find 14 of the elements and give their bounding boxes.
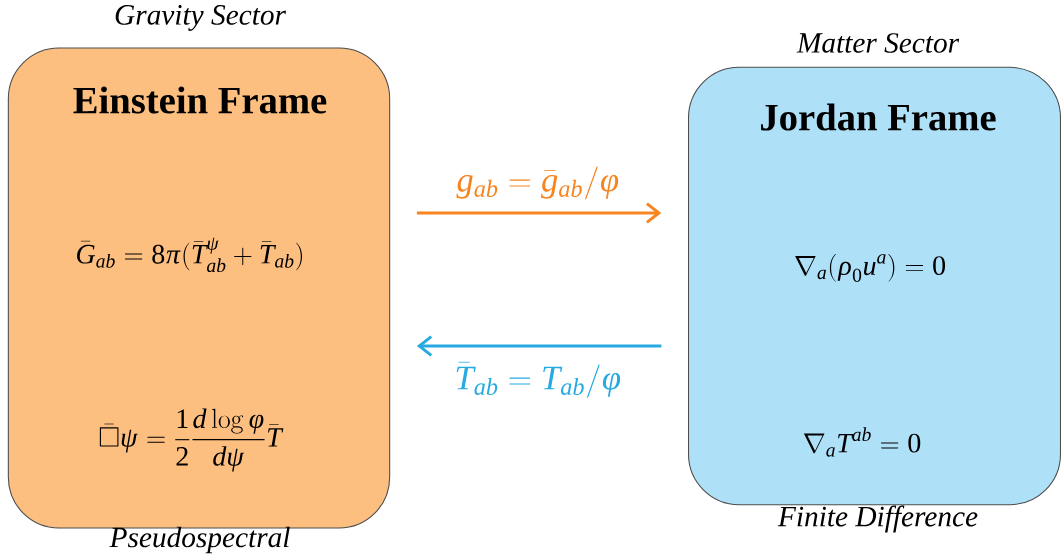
equation: $\nabla_a(\rho_0 u^a) = 0$ xyxy=(795,254,946,282)
method-caption: Pseudospectral xyxy=(109,526,290,554)
frame-title: Jordan Frame xyxy=(761,103,996,131)
equation: $\nabla_a T^{ab} = 0$ xyxy=(804,427,921,457)
method-caption: Finite Difference xyxy=(777,505,978,533)
equation: $\bar{\Box}\psi = \frac{1}{2}\frac{d\log\phi}{d\psi}\bar{T}$ xyxy=(99,408,284,472)
edge-label: $\bar{T}_{ab} = T_{ab}/\phi$ xyxy=(456,361,621,398)
arrow xyxy=(416,335,662,357)
arrow xyxy=(416,202,662,224)
sector-heading: Gravity Sector xyxy=(115,5,287,31)
frame-title: Einstein Frame xyxy=(73,86,327,114)
edge-label: $g_{ab} = \bar{g}_{ab}/\phi$ xyxy=(456,166,619,200)
sector-heading: Matter Sector xyxy=(796,33,960,53)
equation: $\bar{G}_{ab} = 8\pi(\bar{T}^{\psi}_{ab} + \bar{T}_{ab})$ xyxy=(77,237,302,273)
